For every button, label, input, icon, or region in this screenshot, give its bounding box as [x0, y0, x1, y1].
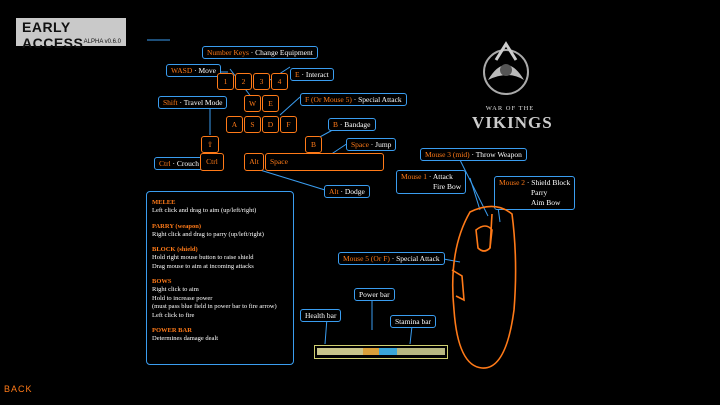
key-3: 3: [253, 73, 270, 90]
jump-label: Space · Jump: [346, 138, 397, 151]
bows-section: BOWS Right click to aim Hold to increase…: [152, 278, 277, 319]
viking-emblem-icon: [483, 41, 529, 95]
controls-info-panel: MELEE Left click and drag to aim (up/lef…: [146, 191, 294, 365]
key-alt: Alt: [244, 153, 264, 171]
power-bar-fill: [363, 348, 393, 355]
key-2: 2: [235, 73, 252, 90]
shift-label: Shift · Travel Mode: [158, 96, 228, 109]
power-bar-label: Power bar: [354, 288, 395, 301]
wasd-label: WASD · Move: [166, 64, 222, 77]
health-bar-label: Health bar: [300, 309, 342, 322]
block-section: BLOCK (shield) Hold right mouse button t…: [152, 246, 254, 270]
logo-subtitle: WAR OF THE: [485, 105, 535, 112]
stamina-bar-label: Stamina bar: [390, 315, 437, 328]
mouse-illustration-icon: [451, 205, 517, 369]
early-access-badge: EARLY ACCESS ALPHA v0.6.0: [16, 18, 126, 51]
dodge-label: Alt · Dodge: [324, 185, 370, 198]
crouch-label: Ctrl · Crouch: [154, 157, 205, 170]
key-b: B: [305, 136, 322, 153]
mouse1-label: Mouse 1 · Attack Fire Bow: [396, 170, 467, 194]
number-keys-label: Number Keys · Change Equipment: [202, 46, 318, 59]
parry-section: PARRY (weapon) Right click and drag to p…: [152, 222, 264, 238]
key-1: 1: [217, 73, 234, 90]
key-space: Space: [265, 153, 384, 171]
melee-section: MELEE Left click and drag to aim (up/lef…: [152, 199, 257, 214]
badge-title: EARLY ACCESS: [22, 19, 84, 51]
hud-bars: [314, 345, 448, 359]
logo-title: VIKINGS: [472, 113, 553, 132]
key-e: E: [262, 95, 279, 112]
key-ctrl: Ctrl: [200, 153, 224, 171]
key-shift: ⇧: [201, 136, 219, 153]
badge-version: ALPHA v0.6.0: [83, 39, 121, 45]
special-attack-label: F (Or Mouse 5) · Special Attack: [300, 93, 407, 106]
stamina-bar-fill: [397, 348, 445, 355]
mouse3-label: Mouse 3 (mid) · Throw Weapon: [420, 148, 527, 161]
key-a: A: [226, 116, 243, 133]
bandage-label: B · Bandage: [328, 118, 376, 131]
back-button[interactable]: BACK: [4, 384, 33, 394]
key-d: D: [262, 116, 279, 133]
power-bar-blue-field: [379, 348, 397, 355]
key-f: F: [280, 116, 297, 133]
key-s: S: [244, 116, 261, 133]
key-4: 4: [271, 73, 288, 90]
mouse5-label: Mouse 5 (Or F) · Special Attack: [338, 252, 445, 265]
key-w: W: [244, 95, 261, 112]
power-bar-section: POWER BAR Determines damage dealt: [152, 327, 219, 342]
health-bar-fill: [317, 348, 377, 355]
interact-label: E · Interact: [290, 68, 334, 81]
mouse2-label: Mouse 2 · Shield Block Parry Aim Bow: [494, 176, 576, 210]
